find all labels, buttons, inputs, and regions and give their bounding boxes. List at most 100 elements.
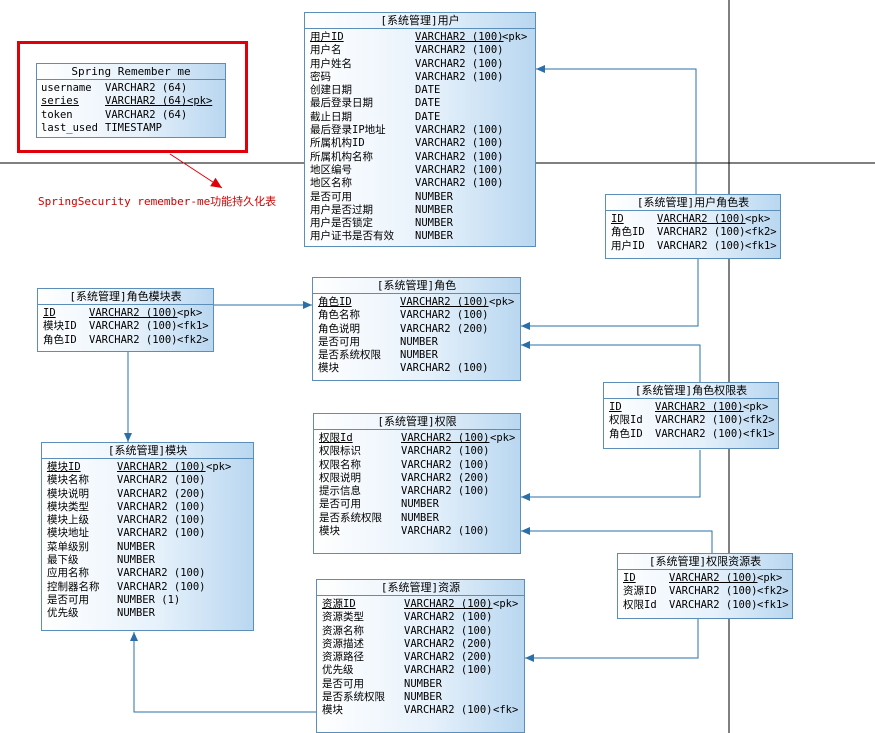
annotation-text: SpringSecurity remember-me功能持久化表 [38, 195, 277, 208]
column-type: VARCHAR2 (100) [669, 598, 758, 611]
table-title: Spring Remember me [37, 64, 225, 80]
column-type: VARCHAR2 (100) [400, 309, 489, 322]
column-name: last_used [41, 121, 98, 134]
column-type: NUMBER (1) [117, 593, 181, 606]
column-name: 是否可用 [310, 190, 352, 203]
column-name: 是否可用 [47, 593, 89, 606]
column-name: 提示信息 [319, 485, 361, 498]
column-row[interactable]: 是否可用 NUMBER (1) [42, 594, 253, 607]
column-name: 所属机构ID [310, 137, 365, 150]
column-type: VARCHAR2 (100) [117, 567, 206, 580]
column-type: VARCHAR2 (100) [89, 320, 178, 333]
column-name: ID [611, 213, 624, 225]
table-title: [系统管理]模块 [42, 443, 253, 459]
column-type: DATE [415, 84, 441, 97]
column-name: 角色名称 [318, 309, 360, 322]
column-type: VARCHAR2 (100) [655, 401, 744, 413]
column-row[interactable]: 角色名称 VARCHAR2 (100) [313, 309, 520, 322]
column-name: 最后登录IP地址 [310, 124, 386, 137]
column-name: 模块 [318, 362, 339, 375]
column-name: 资源ID [623, 585, 657, 598]
column-type: VARCHAR2 (100) [89, 333, 178, 346]
